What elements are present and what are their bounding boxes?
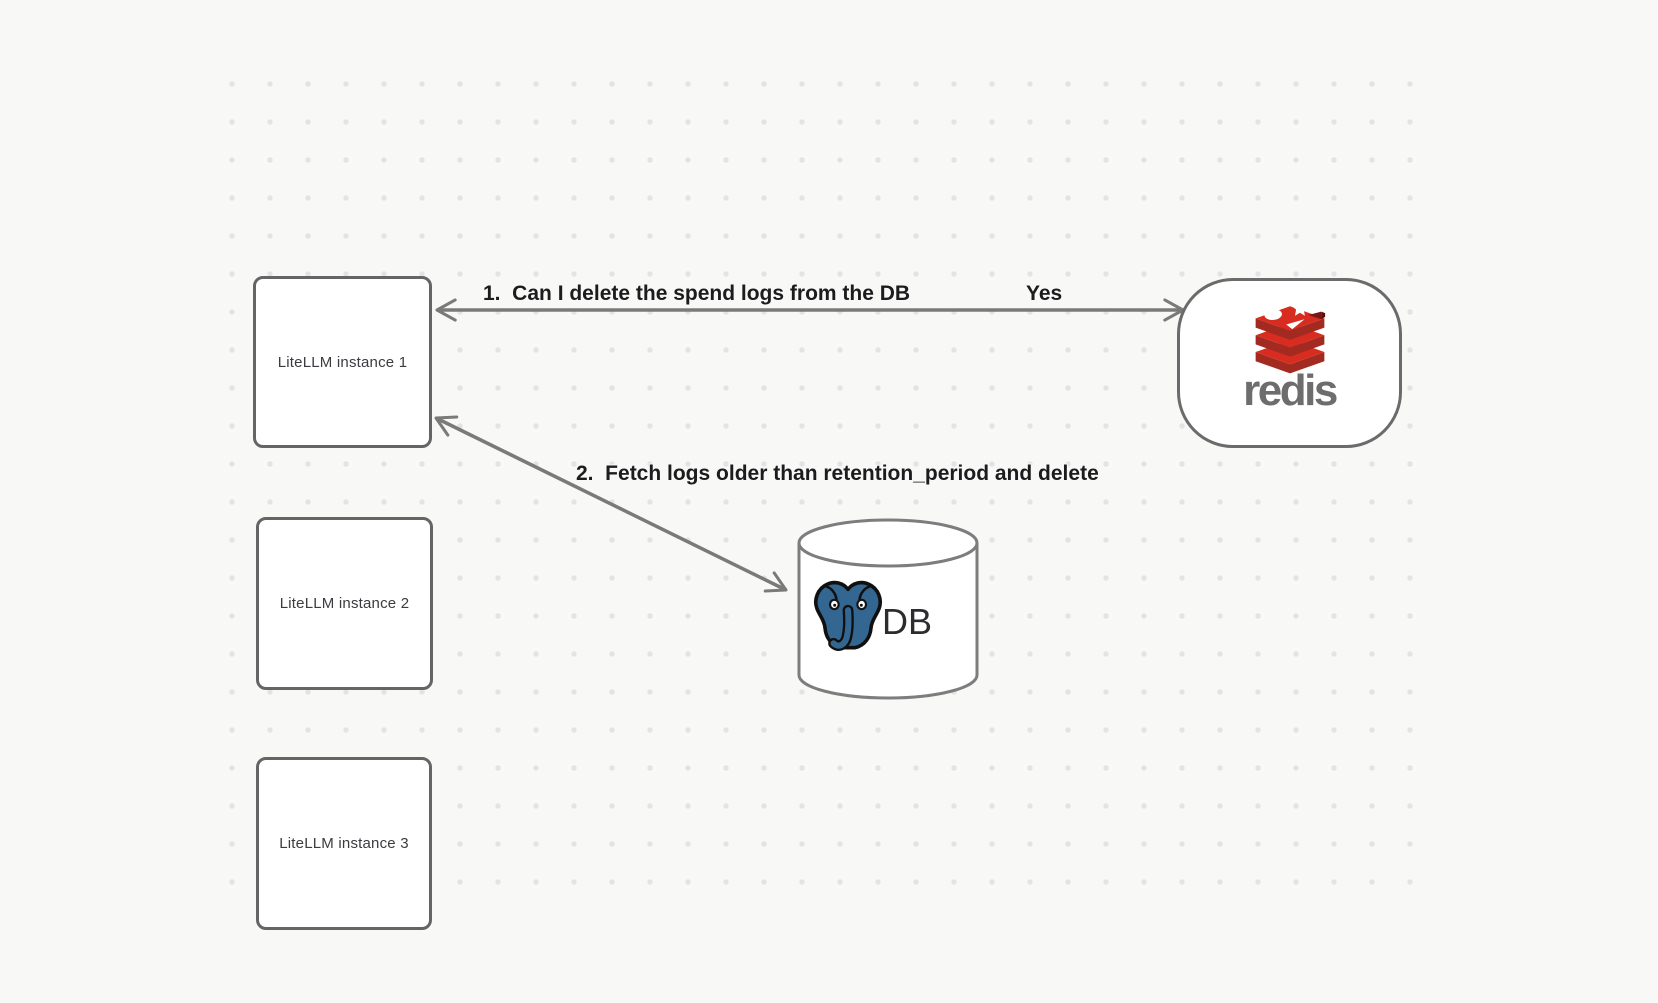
node-redis[interactable]: redis [1177, 278, 1402, 448]
instance-label: LiteLLM instance 3 [279, 835, 409, 852]
redis-wordmark: redis [1243, 366, 1338, 415]
instance-label: LiteLLM instance 2 [279, 595, 410, 612]
node-litellm-instance-2[interactable]: LiteLLM instance 2 [256, 517, 433, 690]
edge1-label: 1. Can I delete the spend logs from the … [483, 282, 911, 305]
db-cylinder[interactable] [797, 518, 979, 700]
postgresql-elephant-icon [813, 580, 883, 651]
edge1-response-label: Yes [1026, 282, 1063, 305]
node-litellm-instance-1[interactable]: LiteLLM instance 1 [253, 276, 432, 448]
edge-fetch-db[interactable] [434, 415, 788, 593]
instance-label: LiteLLM instance 1 [277, 353, 408, 371]
db-label: DB [882, 601, 932, 642]
node-litellm-instance-3[interactable]: LiteLLM instance 3 [256, 757, 432, 930]
edge2-label: 2. Fetch logs older than retention_perio… [576, 462, 1099, 485]
redis-logo-icon [1255, 298, 1325, 374]
